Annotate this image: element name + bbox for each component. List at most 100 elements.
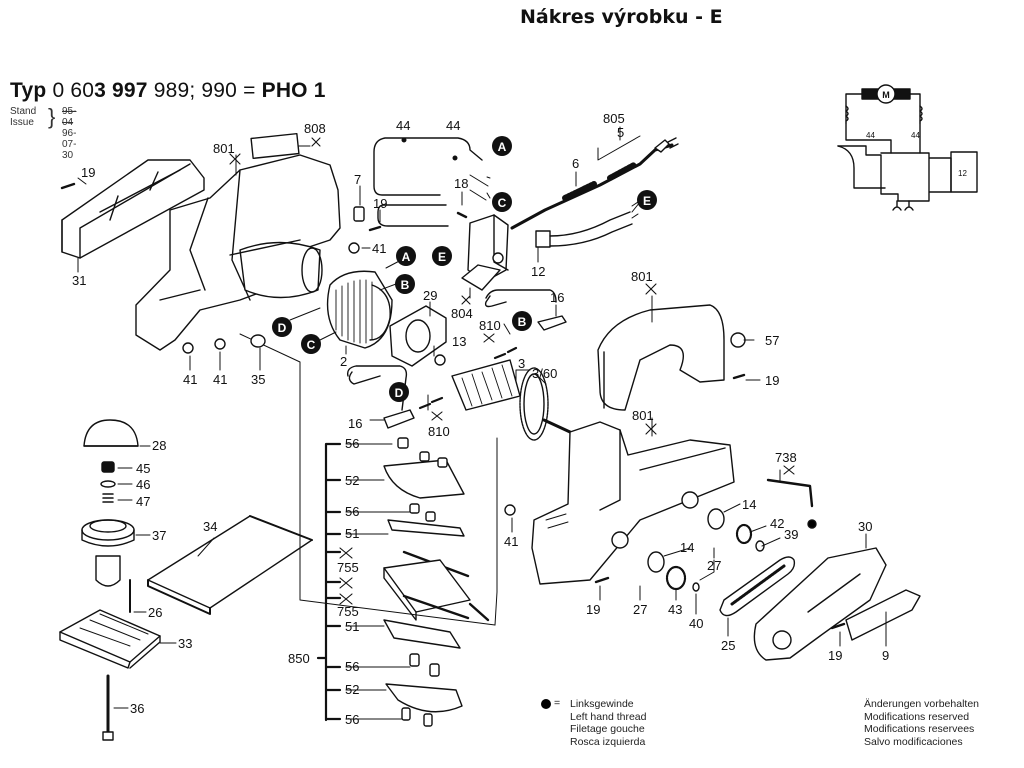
part-label-14: 14	[680, 540, 694, 555]
part-label-31: 31	[72, 273, 86, 288]
connector-c-stator: C	[301, 334, 321, 354]
field-coil-right	[893, 88, 911, 100]
stand-label: Stand	[10, 106, 37, 117]
part-label-801: 801	[632, 408, 654, 423]
legend-line: Left hand thread	[570, 710, 647, 723]
legend-left-hand-thread: = Linksgewinde Left hand thread Filetage…	[541, 697, 647, 748]
switch-box	[950, 151, 978, 193]
part-label-41: 41	[213, 372, 227, 387]
connector-d-brush: D	[389, 382, 409, 402]
part-label-51: 51	[345, 526, 359, 541]
issue-date: 96-07-30	[62, 128, 77, 161]
wiring-schematic	[837, 84, 978, 211]
motor-symbol	[876, 84, 896, 104]
svg-text:A: A	[498, 140, 507, 154]
svg-text:C: C	[307, 338, 316, 352]
legend-line: Rosca izquierda	[570, 735, 646, 748]
field-coil-left	[861, 88, 879, 100]
part-label-16: 16	[550, 290, 564, 305]
typ-model: PHO 1	[261, 79, 326, 102]
part-label-43: 43	[668, 602, 682, 617]
wire-marker	[452, 155, 458, 161]
filled-dot-icon	[541, 699, 551, 709]
chip-deflector	[147, 515, 313, 615]
page-title: Nákres výrobku - E	[520, 6, 723, 28]
typ-number-1: 0 60	[52, 79, 95, 102]
legend-line: Änderungen vorbehalten	[864, 698, 980, 710]
part-label-19: 19	[81, 165, 95, 180]
x-marks	[229, 137, 795, 605]
motor-symbol-label: M	[882, 90, 890, 100]
part-label-29: 29	[423, 288, 437, 303]
brush-leads	[535, 201, 639, 248]
brace-icon: }	[48, 104, 56, 129]
legend-line: Modifications reservees	[864, 723, 975, 736]
part-label-5: 5	[617, 125, 624, 140]
part-label-19: 19	[828, 648, 842, 663]
part-label-51: 51	[345, 619, 359, 634]
svg-text:B: B	[518, 315, 527, 329]
connector-b-brush: B	[512, 311, 532, 331]
part-label-13: 13	[452, 334, 466, 349]
part-label-18: 18	[454, 176, 468, 191]
part-label-19: 19	[373, 196, 387, 211]
armature	[434, 354, 572, 441]
svg-text:B: B	[401, 278, 410, 292]
field-stator	[326, 270, 393, 349]
part-label-37: 37	[152, 528, 166, 543]
part-label-47: 47	[136, 494, 150, 509]
part-label-808: 808	[304, 121, 326, 136]
hardware	[60, 182, 846, 630]
model-type-line: Typ 0 603 997 989; 990 = PHO 1	[10, 79, 326, 103]
legend-equals: =	[554, 697, 561, 709]
typ-number-3: 989; 990 =	[147, 79, 262, 102]
field-wires	[373, 137, 489, 227]
typ-prefix: Typ	[10, 79, 47, 102]
part-label-41: 41	[183, 372, 197, 387]
legend-modifications: Änderungen vorbehalten Modifications res…	[864, 698, 979, 748]
wire-left-label: 44	[866, 131, 875, 140]
connector-c-top: C	[492, 192, 512, 212]
part-label-35: 35	[251, 372, 265, 387]
issue-label: Issue	[10, 117, 34, 128]
brush-holder-upper	[484, 289, 567, 360]
part-label-810: 810	[479, 318, 501, 333]
part-label-3-60: 3/60	[532, 366, 557, 381]
inductor-right	[919, 105, 923, 122]
pulleys	[647, 508, 817, 592]
bearing-13	[434, 354, 446, 366]
part-label-45: 45	[136, 461, 150, 476]
part-label-28: 28	[152, 438, 166, 453]
svg-text:E: E	[643, 194, 651, 208]
part-label-850: 850	[288, 651, 310, 666]
connector-e-leads: E	[637, 190, 657, 210]
legend-line: Linksgewinde	[570, 698, 634, 710]
mains-cable	[510, 137, 679, 230]
part-label-40: 40	[689, 616, 703, 631]
part-label-52: 52	[345, 682, 359, 697]
connector-d-stator: D	[272, 317, 292, 337]
base-shoe	[59, 609, 161, 741]
motor-housing-cover	[61, 159, 205, 259]
rear-handle	[597, 304, 746, 411]
part-label-41: 41	[504, 534, 518, 549]
part-label-56: 56	[345, 659, 359, 674]
svg-text:A: A	[402, 250, 411, 264]
part-label-57: 57	[765, 333, 779, 348]
typ-number-2: 3 997	[94, 79, 148, 102]
part-label-801: 801	[631, 269, 653, 284]
part-label-755: 755	[337, 604, 359, 619]
main-housing	[135, 132, 341, 351]
part-label-41: 41	[372, 241, 386, 256]
part-label-44: 44	[446, 118, 460, 133]
gear-housing	[531, 421, 735, 585]
part-label-3: 3	[518, 356, 525, 371]
part-label-755: 755	[337, 560, 359, 575]
connector-markers: A C E E A B D C B D	[272, 136, 657, 402]
depth-adjust-knob	[81, 419, 139, 613]
part-label-27: 27	[633, 602, 647, 617]
connector-a-stator: A	[396, 246, 416, 266]
part-label-30: 30	[858, 519, 872, 534]
label-plate-808	[250, 132, 300, 160]
